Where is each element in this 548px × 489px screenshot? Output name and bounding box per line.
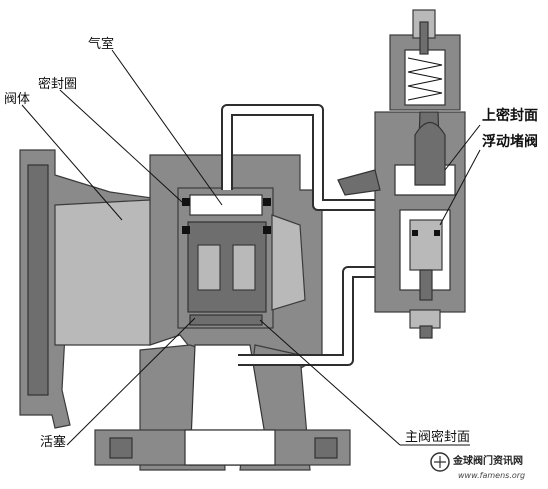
main-seal-face — [189, 314, 263, 326]
label-floating-plug: 浮动堵阀 — [482, 133, 538, 150]
seal-ring-left — [182, 198, 190, 206]
watermark-name: 金球阀门资讯网 — [452, 454, 523, 467]
label-main-seal-face: 主阀密封面 — [405, 429, 470, 445]
pilot-valve — [337, 9, 466, 339]
label-piston: 活塞 — [40, 434, 66, 450]
upper-seal-face-plug — [414, 121, 446, 186]
label-seal-ring: 密封圈 — [38, 76, 77, 92]
label-valve-body: 阀体 — [4, 92, 30, 107]
piston-assembly — [177, 187, 306, 329]
watermark-url: www.famens.org — [458, 471, 525, 480]
leader-lines — [21, 49, 481, 446]
pilot-pipes — [221, 104, 405, 366]
watermark: 金球阀门资讯网 www.famens.org — [430, 452, 525, 480]
floating-plug — [409, 219, 443, 271]
air-chamber-space — [189, 194, 263, 216]
watermark-logo-icon — [430, 452, 450, 472]
label-air-chamber: 气室 — [88, 36, 114, 52]
label-upper-seal-face: 上密封面 — [482, 107, 538, 124]
seal-ring-right — [263, 198, 271, 206]
